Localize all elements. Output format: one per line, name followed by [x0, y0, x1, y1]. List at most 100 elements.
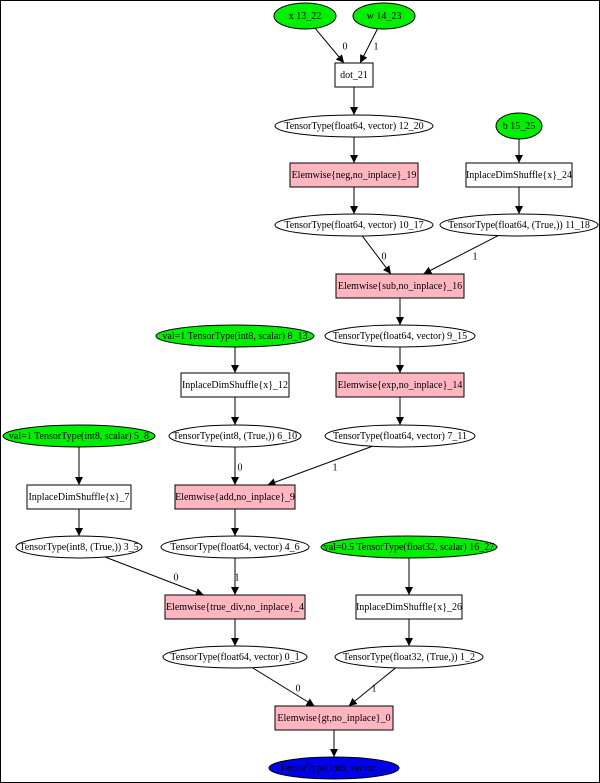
- node-val58: val=1 TensorType(int8, scalar) 5_8: [2, 424, 156, 448]
- node-shape-t12: [334, 645, 484, 669]
- node-w: w 14_23: [352, 2, 416, 30]
- node-label-t1220: TensorType(float64, vector) 12_20: [284, 121, 423, 132]
- node-label-truediv: Elemwise{true_div,no_inplace}_4: [166, 602, 304, 613]
- edge-w-to-dot: [359, 28, 378, 64]
- node-shape-dot: [334, 62, 374, 88]
- node-ds12: InplaceDimShuffle{x}_12: [180, 372, 290, 398]
- node-label-neg: Elemwise{neg,no_inplace}_19: [292, 170, 417, 181]
- node-shape-neg: [289, 162, 419, 188]
- node-t915: TensorType(float64, vector) 9_15: [324, 324, 476, 348]
- node-label-t915: TensorType(float64, vector) 9_15: [333, 331, 467, 342]
- node-t1017: TensorType(float64, vector) 10_17: [274, 213, 434, 237]
- node-truediv: Elemwise{true_div,no_inplace}_4: [164, 594, 306, 620]
- node-sub: Elemwise{sub,no_inplace}_16: [335, 273, 465, 299]
- node-shape-truediv: [164, 594, 306, 620]
- node-shape-t46: [160, 535, 310, 559]
- node-shape-b: [495, 112, 543, 140]
- edge-label-x-to-dot: 0: [343, 41, 348, 52]
- node-label-sub: Elemwise{sub,no_inplace}_16: [338, 281, 462, 292]
- edge-label-t610-to-add: 0: [238, 462, 243, 473]
- edge-label-t01-to-gt: 0: [296, 683, 301, 694]
- node-label-add: Elemwise{add,no_inplace}_9: [175, 492, 295, 503]
- node-x: x 13_22: [273, 2, 337, 30]
- node-label-val813: val=1 TensorType(int8, scalar) 8_13: [162, 331, 307, 342]
- node-t46: TensorType(float64, vector) 4_6: [160, 535, 310, 559]
- node-shape-val813: [155, 324, 315, 348]
- node-exp: Elemwise{exp,no_inplace}_14: [335, 372, 465, 398]
- node-shape-w: [352, 2, 416, 30]
- node-shape-add: [174, 484, 296, 510]
- edge-t12-to-gt: [348, 667, 397, 707]
- node-label-val58: val=1 TensorType(int8, scalar) 5_8: [9, 431, 149, 442]
- edge-t1118-to-sub: [423, 235, 499, 275]
- node-label-exp: Elemwise{exp,no_inplace}_14: [338, 380, 463, 391]
- edge-label-t711-to-add: 1: [333, 462, 338, 473]
- node-t1118: TensorType(float64, (True,)) 11_18: [439, 213, 599, 237]
- node-ds24: InplaceDimShuffle{x}_24: [465, 162, 573, 188]
- node-shape-x: [273, 2, 337, 30]
- node-shape-t1118: [439, 213, 599, 237]
- node-label-t12: TensorType(float32, (True,)) 1_2: [343, 652, 475, 663]
- node-t12: TensorType(float32, (True,)) 1_2: [334, 645, 484, 669]
- node-shape-sub: [335, 273, 465, 299]
- edge-label-t12-to-gt: 1: [372, 683, 377, 694]
- node-label-b: b 15_25: [503, 121, 536, 132]
- edge-label-t35-to-truediv: 0: [174, 572, 179, 583]
- node-dot: dot_21: [334, 62, 374, 88]
- node-label-w: w 14_23: [367, 11, 402, 22]
- node-label-ds24: InplaceDimShuffle{x}_24: [466, 170, 572, 181]
- node-shape-ds7: [26, 484, 132, 510]
- node-b: b 15_25: [495, 112, 543, 140]
- node-shape-t610: [168, 424, 302, 448]
- edge-x-to-dot: [314, 27, 345, 64]
- node-label-dot: dot_21: [340, 70, 368, 81]
- node-label-t46: TensorType(float64, vector) 4_6: [170, 542, 299, 553]
- node-label-val1627: val=0.5 TensorType(float32, scalar) 16_2…: [324, 542, 494, 553]
- node-shape-val58: [2, 424, 156, 448]
- node-shape-t1220: [274, 114, 434, 138]
- node-ds26: InplaceDimShuffle{x}_26: [355, 594, 463, 620]
- edge-label-t46-to-truediv: 1: [235, 572, 240, 583]
- node-label-ds12: InplaceDimShuffle{x}_12: [182, 380, 288, 391]
- edge-t01-to-gt: [252, 667, 315, 707]
- edge-label-t1017-to-sub: 0: [382, 251, 387, 262]
- node-ds7: InplaceDimShuffle{x}_7: [26, 484, 132, 510]
- node-t1220: TensorType(float64, vector) 12_20: [274, 114, 434, 138]
- node-shape-t1017: [274, 213, 434, 237]
- node-shape-t711: [324, 424, 476, 448]
- edge-t35-to-truediv: [104, 556, 204, 596]
- node-t610: TensorType(int8, (True,)) 6_10: [168, 424, 302, 448]
- node-shape-t01: [162, 645, 308, 669]
- node-label-t01: TensorType(float64, vector) 0_1: [170, 652, 299, 663]
- node-label-ds26: InplaceDimShuffle{x}_26: [356, 602, 462, 613]
- node-shape-exp: [335, 372, 465, 398]
- node-label-t1118: TensorType(float64, (True,)) 11_18: [448, 220, 590, 231]
- node-val1627: val=0.5 TensorType(float32, scalar) 16_2…: [320, 535, 498, 559]
- node-label-ds7: InplaceDimShuffle{x}_7: [28, 492, 129, 503]
- node-shape-ds12: [180, 372, 290, 398]
- node-label-t711: TensorType(float64, vector) 7_11: [333, 431, 467, 442]
- node-label-t1017: TensorType(float64, vector) 10_17: [284, 220, 423, 231]
- node-shape-gt: [274, 705, 394, 731]
- node-label-x: x 13_22: [289, 11, 322, 22]
- node-shape-t915: [324, 324, 476, 348]
- node-shape-t35: [15, 535, 143, 559]
- node-shape-out: [268, 756, 400, 780]
- node-gt: Elemwise{gt,no_inplace}_0: [274, 705, 394, 731]
- node-label-out: TensorType(int8, vector) ...: [279, 763, 388, 774]
- node-t01: TensorType(float64, vector) 0_1: [162, 645, 308, 669]
- node-label-t35: TensorType(int8, (True,)) 3_5: [19, 542, 138, 553]
- edge-t711-to-add: [267, 445, 373, 486]
- node-neg: Elemwise{neg,no_inplace}_19: [289, 162, 419, 188]
- node-val813: val=1 TensorType(int8, scalar) 8_13: [155, 324, 315, 348]
- node-t711: TensorType(float64, vector) 7_11: [324, 424, 476, 448]
- node-t35: TensorType(int8, (True,)) 3_5: [15, 535, 143, 559]
- node-label-t610: TensorType(int8, (True,)) 6_10: [173, 431, 297, 442]
- node-out: TensorType(int8, vector) ...: [268, 756, 400, 780]
- node-shape-val1627: [320, 535, 498, 559]
- edge-label-t1118-to-sub: 1: [473, 251, 478, 262]
- node-shape-ds26: [355, 594, 463, 620]
